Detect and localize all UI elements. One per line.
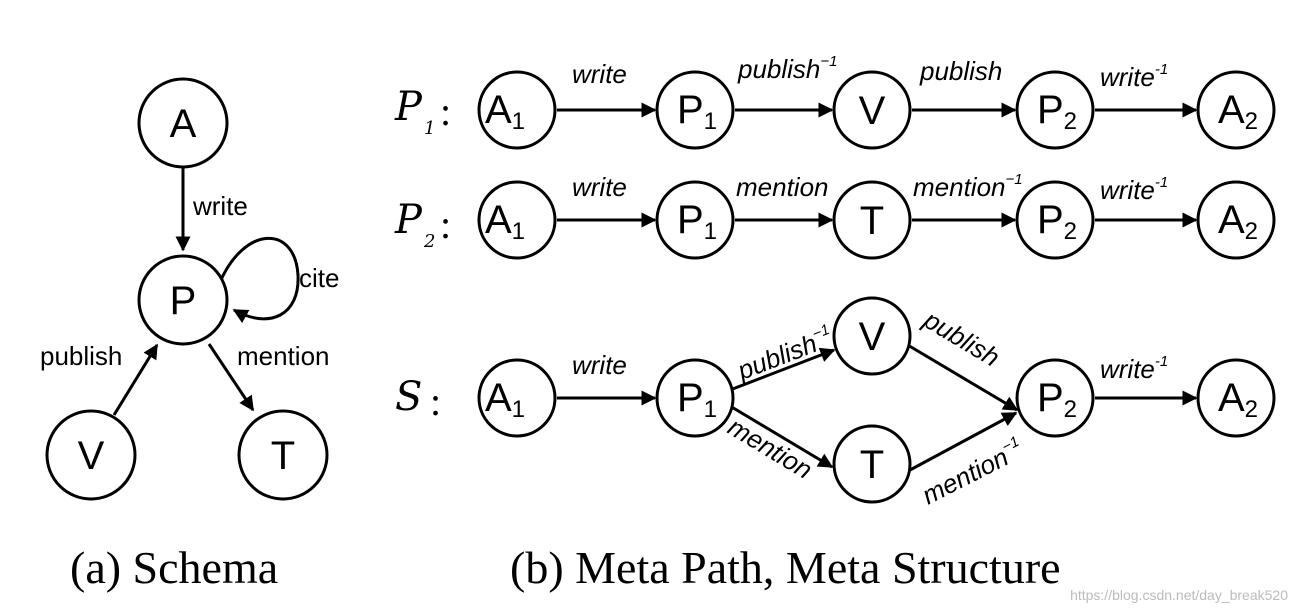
meta-structure-edge-p1-t [729,404,834,469]
svg-text:P2: P2 [1037,88,1077,135]
meta-path-2-symbol: P [394,197,423,243]
meta-path-2-edge-1-label: write [572,172,627,202]
meta-path-1-node-p2: P2 [1015,70,1095,150]
meta-structure: S : write publish−1 mention publish ment… [395,296,1276,510]
meta-path-2-node-p1: P1 [655,180,735,260]
svg-text:P2: P2 [1037,198,1077,245]
svg-text:A2: A2 [1218,88,1258,135]
schema-node-p: P [137,254,229,346]
meta-path-1-node-a1: A1 [477,70,557,150]
meta-path-2-edge-4-label: write-1 [1100,174,1168,205]
schema-node-a: A [137,77,229,169]
meta-path-1-edge-1-label: write [572,59,627,89]
meta-structure-label-mention-inv: mention−1 [917,433,1029,510]
meta-structure-colon: : [430,379,441,424]
meta-path-1-edge-4-label: write-1 [1100,61,1168,92]
schema-label-write: write [192,191,248,221]
svg-text:T: T [860,443,884,487]
meta-path-2-edge-3-label: mention−1 [913,171,1023,202]
meta-structure-edge-p1-v [729,347,836,392]
schema-edge-mention [207,343,255,412]
meta-caption: (b) Meta Path, Meta Structure [510,542,1061,593]
svg-text:P2: P2 [1037,376,1077,423]
meta-structure-node-t: T [832,424,912,504]
meta-structure-label-write-inv: write-1 [1100,353,1168,384]
meta-path-2-colon: : [440,202,451,247]
meta-structure-node-a1: A1 [477,358,557,438]
meta-path-1-subscript: 1 [424,118,435,139]
meta-path-2-node-p2: P2 [1015,180,1095,260]
watermark: https://blog.csdn.net/day_break520 [1070,587,1288,603]
meta-path-2-node-a1: A1 [477,180,557,260]
schema-label-mention: mention [237,341,330,371]
meta-path-1-edge-3-label: publish [919,56,1002,86]
svg-text:V: V [859,89,886,133]
meta-path-2-node-a2: A2 [1196,180,1276,260]
meta-structure-node-p2: P2 [1015,358,1095,438]
svg-text:P1: P1 [677,198,717,245]
svg-text:V: V [78,434,105,478]
meta-path-2-subscript: 2 [423,231,435,252]
meta-path-1-node-a2: A2 [1196,70,1276,150]
meta-path-2-node-t: T [832,180,912,260]
schema-node-v: V [45,409,137,501]
meta-path-1-edge-2-label: publish−1 [737,53,838,84]
meta-structure-node-v: V [832,296,912,376]
svg-text:P1: P1 [677,88,717,135]
svg-text:V: V [859,315,886,359]
meta-structure-label-publish: publish [918,304,1005,373]
meta-structure-node-a2: A2 [1196,358,1276,438]
svg-text:A: A [170,102,197,146]
svg-text:A2: A2 [1218,198,1258,245]
svg-text:P: P [170,279,197,323]
meta-structure-label-mention: mention [723,411,818,484]
meta-path-2: P 2 : write mention mention−1 write-1 A1… [394,171,1276,260]
meta-path-1-node-v: V [832,70,912,150]
meta-path-1-colon: : [440,89,451,134]
schema-edge-cite [218,236,300,324]
meta-path-1-symbol: P [394,84,423,130]
schema-label-publish: publish [40,341,122,371]
schema-panel: write cite publish mention A P V T (a) S… [40,77,339,593]
schema-caption: (a) Schema [70,542,278,593]
meta-structure-edge-v-p2 [905,342,1019,412]
svg-text:P1: P1 [677,376,717,423]
svg-text:T: T [860,199,884,243]
meta-structure-edge-t-p2 [909,411,1018,472]
meta-structure-node-p1: P1 [655,358,735,438]
svg-text:A2: A2 [1218,376,1258,423]
meta-path-1: P 1 : write publish−1 publish write-1 A1… [394,53,1276,150]
svg-text:A1: A1 [485,198,525,245]
meta-structure-label-write: write [572,350,627,380]
svg-text:T: T [271,434,295,478]
meta-structure-symbol: S [395,374,422,420]
svg-text:A1: A1 [485,88,525,135]
meta-path-1-node-p1: P1 [655,70,735,150]
schema-label-cite: cite [299,263,339,293]
schema-node-t: T [237,409,329,501]
meta-path-2-edge-2-label: mention [736,172,829,202]
svg-text:A1: A1 [485,376,525,423]
schema-edge-publish [112,343,159,416]
